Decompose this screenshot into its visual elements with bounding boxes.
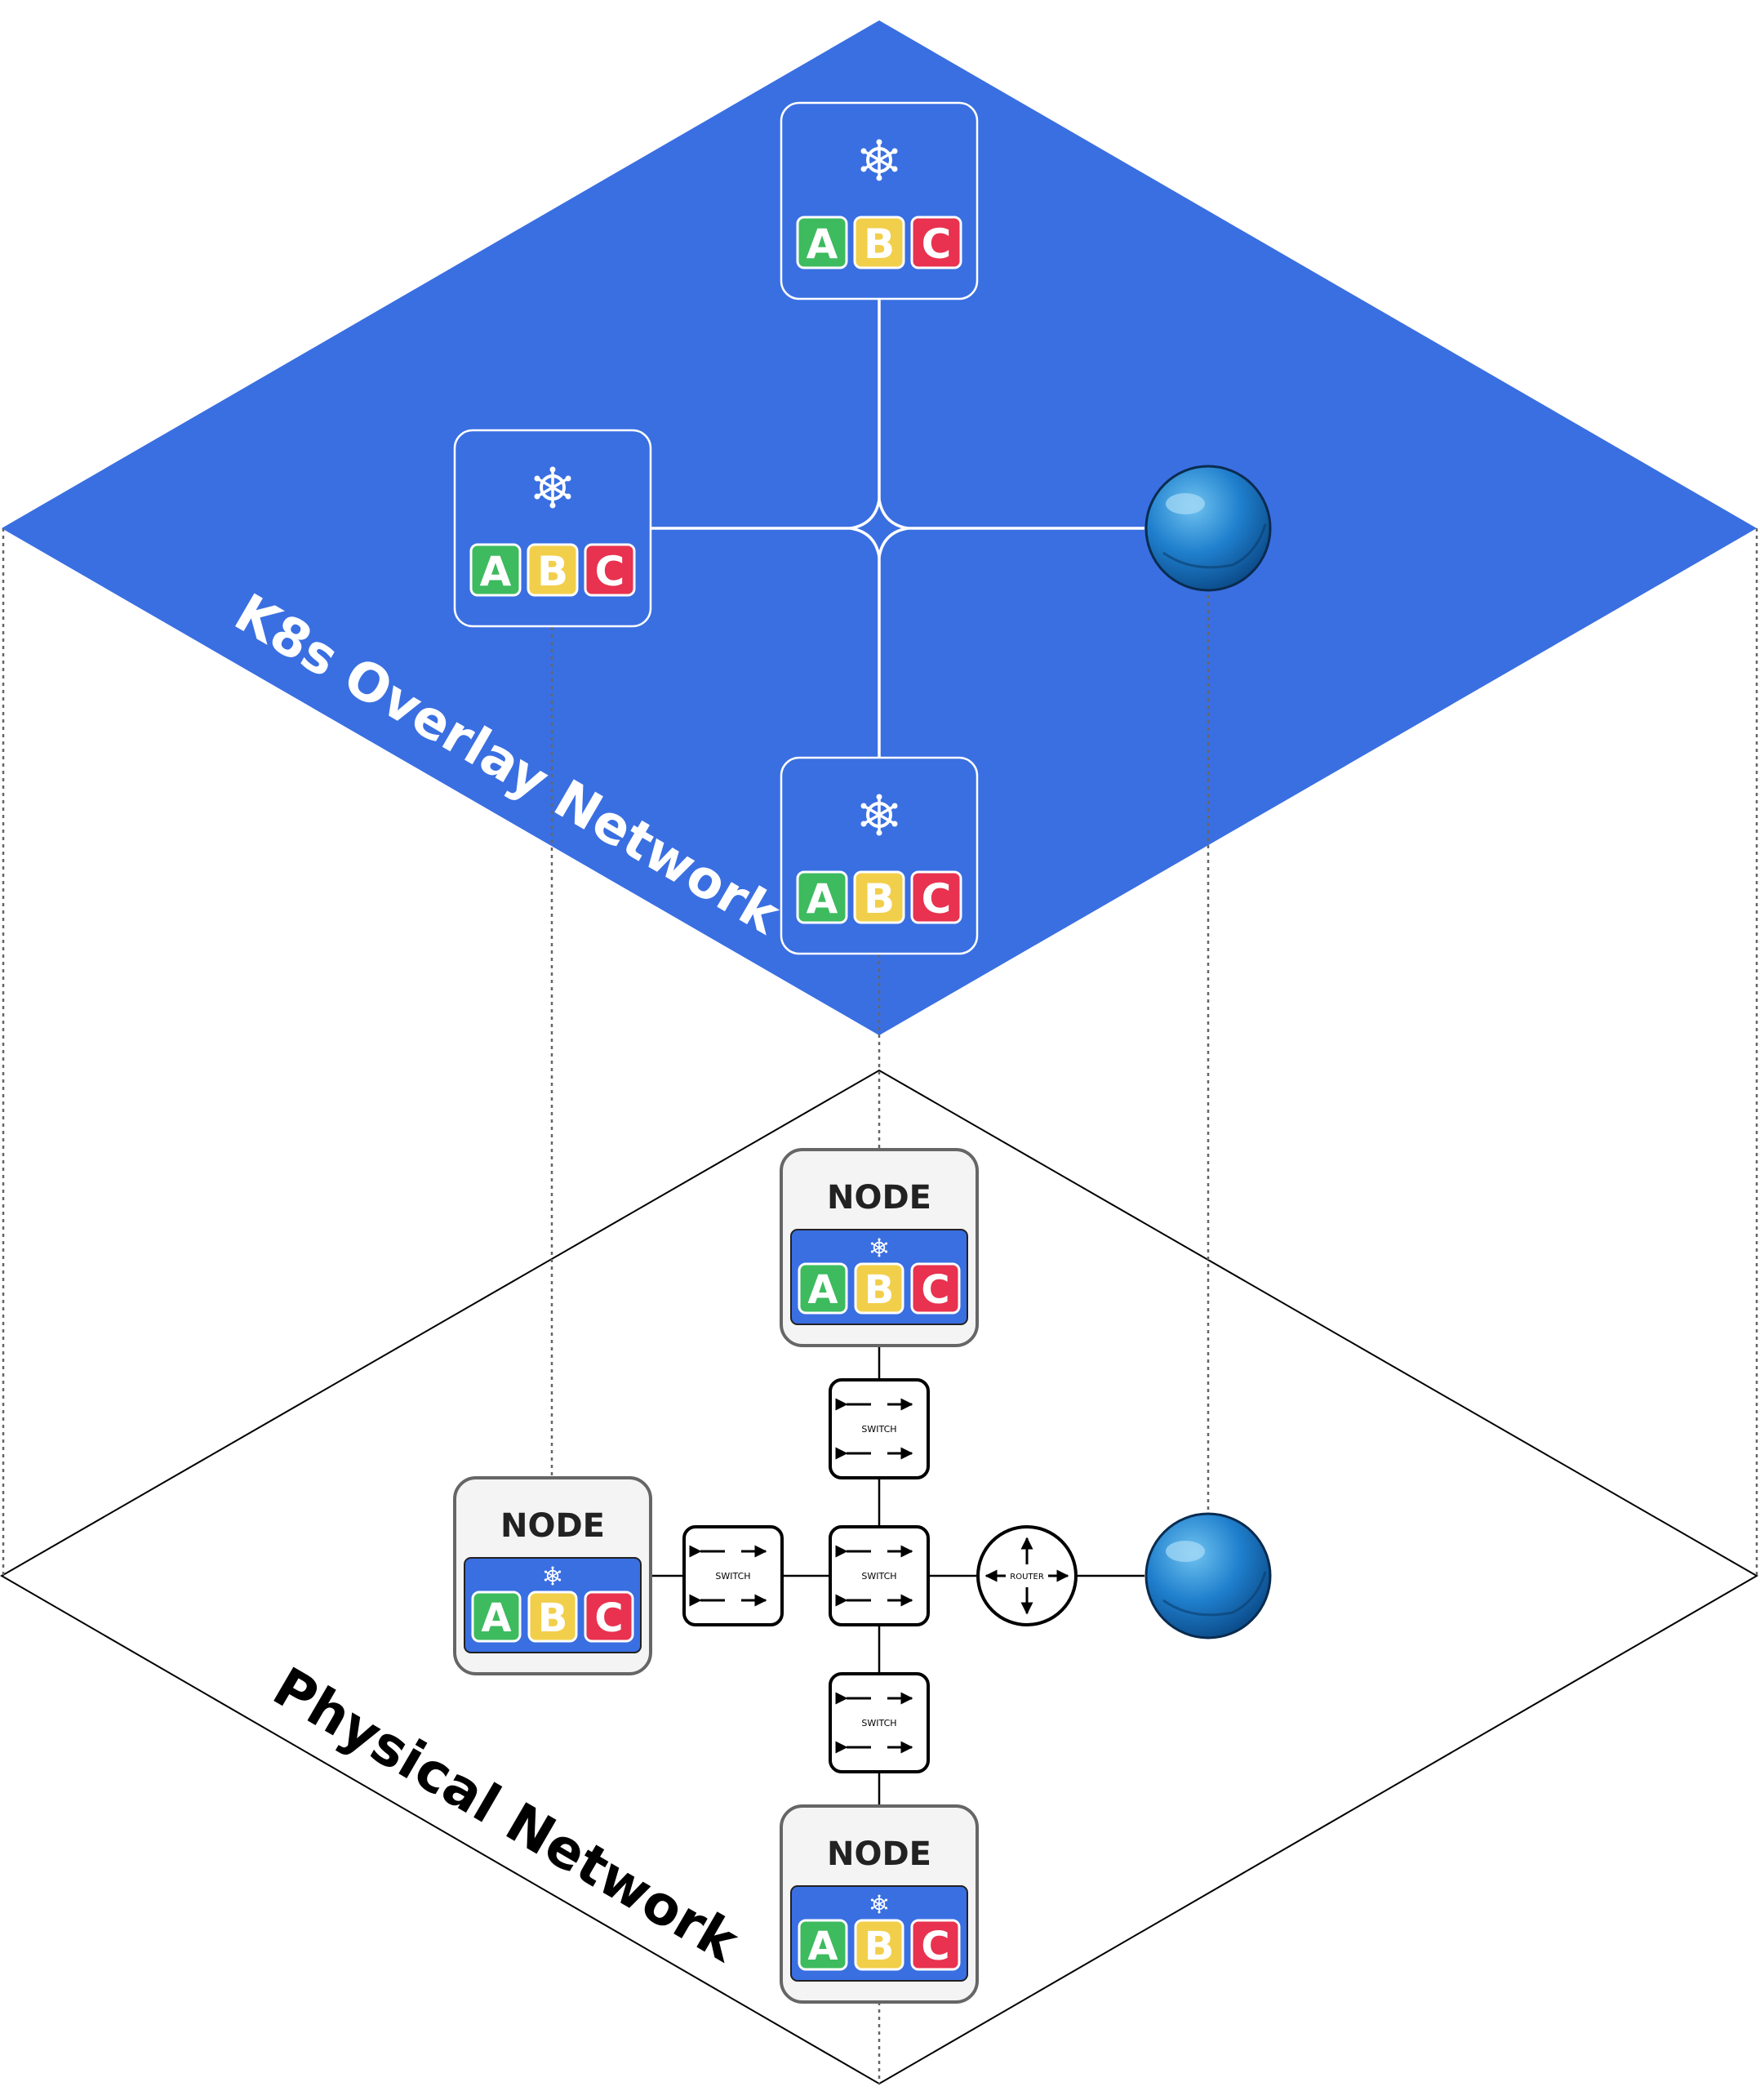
switch-label: SWITCH bbox=[715, 1571, 750, 1582]
globe-sphere-icon bbox=[1144, 465, 1272, 592]
pod-letter-b: B bbox=[864, 220, 895, 268]
switch-label: SWITCH bbox=[861, 1424, 896, 1435]
overlay-pod-top: A B C bbox=[780, 101, 979, 300]
node-title: NODE bbox=[500, 1507, 605, 1545]
router-arrows-icon bbox=[984, 1537, 1069, 1615]
pod-letter-b: B bbox=[864, 875, 895, 923]
overlay-pod-left: A B C bbox=[453, 429, 652, 628]
pod-letter-c: C bbox=[921, 1267, 949, 1313]
router-label: ROUTER bbox=[1010, 1573, 1044, 1582]
overlay-pod-bottom: A B C bbox=[780, 756, 979, 955]
switch-left: SWITCH bbox=[682, 1525, 784, 1626]
kubernetes-wheel-icon bbox=[868, 1236, 891, 1259]
switch-top: SWITCH bbox=[829, 1378, 930, 1479]
node-title: NODE bbox=[827, 1179, 931, 1217]
pod-letter-c: C bbox=[594, 1595, 623, 1641]
pod-letter-c: C bbox=[922, 875, 952, 923]
pod-letter-a: A bbox=[481, 1595, 511, 1641]
globe-sphere-icon bbox=[1144, 1512, 1272, 1640]
node-title: NODE bbox=[827, 1835, 931, 1873]
kubernetes-wheel-icon bbox=[868, 1893, 891, 1915]
physical-node-top: NODE A B C bbox=[780, 1148, 979, 1347]
physical-node-bottom: NODE A B C bbox=[780, 1804, 979, 2004]
pod-letter-c: C bbox=[595, 548, 625, 595]
switch-center: SWITCH bbox=[829, 1525, 930, 1626]
pod-letter-a: A bbox=[807, 1924, 838, 1969]
physical-links bbox=[651, 1346, 1144, 1806]
pod-letter-a: A bbox=[480, 548, 512, 595]
pod-letter-a: A bbox=[807, 1267, 838, 1313]
overlay-hub-star bbox=[850, 499, 909, 558]
pod-letter-a: A bbox=[807, 875, 838, 923]
switch-label: SWITCH bbox=[861, 1718, 896, 1728]
pod-letter-c: C bbox=[921, 1924, 949, 1969]
router: ROUTER bbox=[976, 1525, 1078, 1626]
kubernetes-wheel-icon bbox=[541, 1564, 564, 1587]
pod-letter-a: A bbox=[807, 220, 838, 268]
kubernetes-wheel-icon bbox=[856, 136, 903, 184]
kubernetes-wheel-icon bbox=[856, 791, 903, 839]
switch-bottom: SWITCH bbox=[829, 1672, 930, 1773]
physical-node-left: NODE A B C bbox=[453, 1476, 652, 1675]
pod-letter-b: B bbox=[864, 1267, 895, 1313]
pod-letter-b: B bbox=[864, 1924, 895, 1969]
pod-letter-b: B bbox=[537, 548, 568, 595]
switch-label: SWITCH bbox=[861, 1571, 896, 1582]
kubernetes-wheel-icon bbox=[529, 464, 576, 511]
pod-letter-c: C bbox=[922, 220, 952, 268]
physical-network-label: Physical Network bbox=[263, 1655, 750, 1974]
pod-letter-b: B bbox=[538, 1595, 568, 1641]
projection-lines bbox=[2, 528, 1758, 2084]
